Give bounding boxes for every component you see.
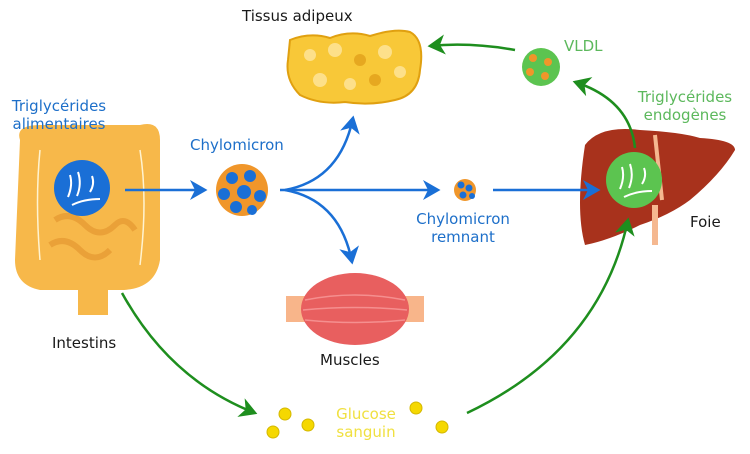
label-chylomicron: Chylomicron [190,136,284,154]
label-line: sanguin [336,423,396,441]
liver-illustration [580,129,735,245]
label-line: Triglycérides [637,88,733,106]
chylomicron-remnant-particle [454,179,476,201]
arrow-chylomicron-to-muscle [284,188,359,265]
triglyceride-bubble-blue [54,160,110,216]
label-line: endogènes [643,106,727,124]
arrow-vldl-to-adipose [427,34,516,55]
label-tissus-adipeux: Tissus adipeux [242,7,353,25]
label-muscles: Muscles [320,351,380,369]
label-triglycerides-endogenes: Triglycérides endogènes [626,88,744,124]
arrow-liver-to-vldl [572,77,637,149]
label-vldl: VLDL [564,37,603,55]
chylomicron-particle [216,164,268,216]
arrow-chylomicron-to-adipose [284,115,360,192]
adipose-tissue-illustration [286,29,423,105]
label-line: Chylomicron [416,210,510,228]
intestines-illustration [15,124,160,315]
label-intestins: Intestins [52,334,117,352]
triglyceride-bubble-green [606,152,662,208]
muscle-illustration [286,273,424,345]
label-line: remnant [431,228,495,246]
label-triglycerides-alimentaires: Triglycérides alimentaires [4,97,114,133]
vldl-particle [522,48,560,86]
label-glucose-sanguin: Glucose sanguin [326,405,406,441]
arrow-glucose-to-liver [466,217,635,415]
label-line: alimentaires [12,115,106,133]
label-foie: Foie [690,213,721,231]
arrow-intestine-to-glucose [120,292,258,417]
label-line: Glucose [336,405,396,423]
label-chylomicron-remnant: Chylomicron remnant [408,210,518,246]
label-line: Triglycérides [11,97,107,115]
glucose-dots [266,401,449,439]
